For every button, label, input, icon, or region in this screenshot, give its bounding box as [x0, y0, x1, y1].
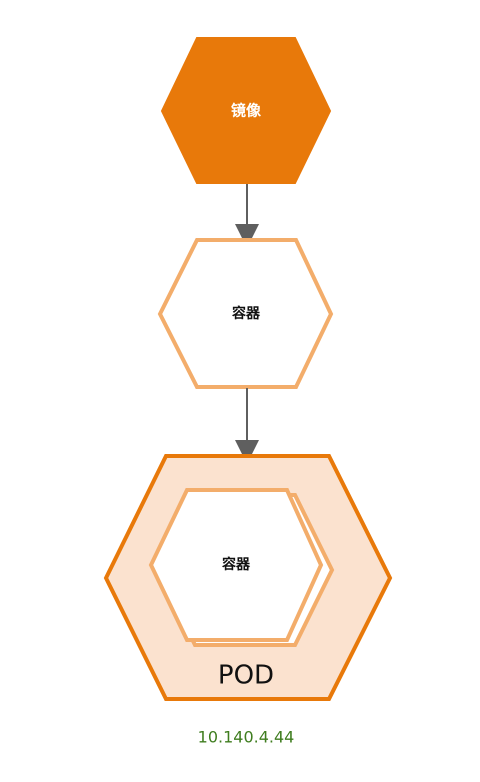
pod-container-front-hexagon: [148, 488, 324, 642]
pod-ip-label: 10.140.4.44: [198, 728, 295, 747]
pod-label: POD: [218, 661, 274, 691]
pod-container-label: 容器: [221, 556, 251, 573]
container-label: 容器: [231, 305, 261, 322]
image-hexagon: [160, 37, 332, 184]
container-hexagon: [157, 238, 334, 389]
image-label: 镜像: [231, 102, 262, 120]
